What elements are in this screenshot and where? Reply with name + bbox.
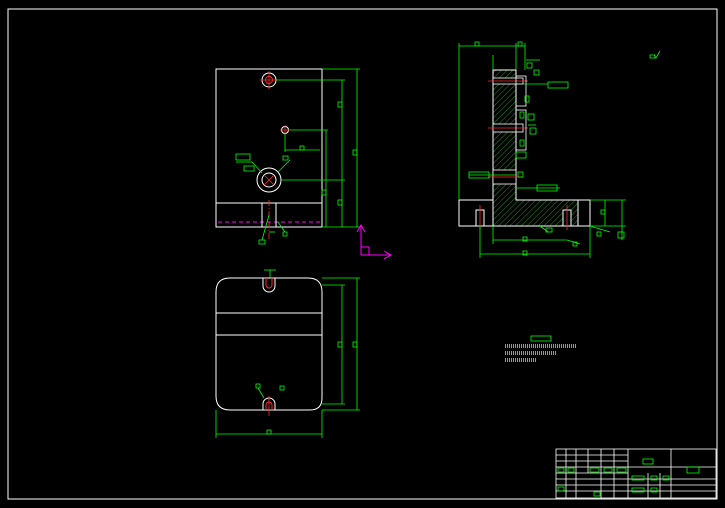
section-view[interactable] [458,41,661,258]
ucs-axis-icon [356,223,393,260]
title-block-labels [557,458,700,497]
front-view-dimensions [258,68,360,245]
bottom-view-dimensions [215,269,360,438]
bottom-view[interactable] [215,269,360,438]
drawing-border [7,8,718,500]
section-hatched-body [492,69,579,227]
section-view-dimensions [458,41,626,258]
technical-notes [505,335,576,362]
hole-small[interactable] [280,125,290,135]
bottom-view-outline [215,277,323,411]
front-view[interactable] [215,68,393,260]
hole-top[interactable] [260,71,278,89]
surface-finish-icon [649,50,661,59]
title-block[interactable] [555,448,717,499]
